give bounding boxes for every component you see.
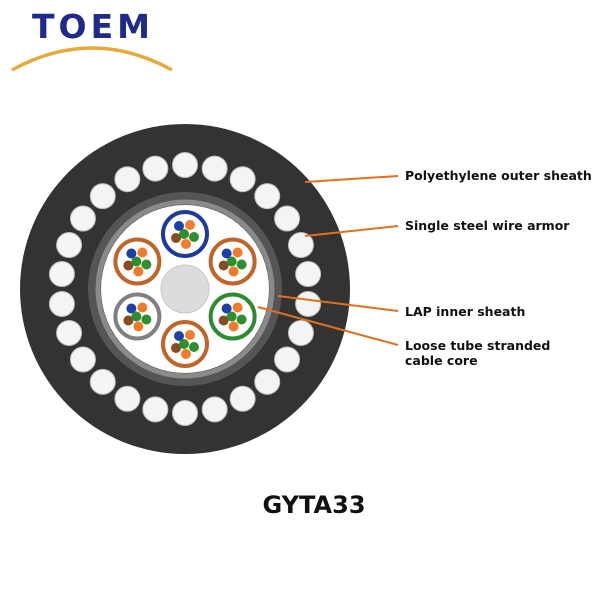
optical-fiber xyxy=(133,321,144,332)
loose-tube xyxy=(113,237,162,286)
armor-wire xyxy=(295,290,322,317)
armor-wire xyxy=(295,261,322,288)
armor-wire xyxy=(48,290,75,317)
label-outer-sheath: Polyethylene outer sheath xyxy=(405,168,592,183)
loose-tubes xyxy=(113,210,257,368)
optical-fiber xyxy=(189,232,199,242)
armor-wire xyxy=(172,400,198,426)
armor-wire xyxy=(172,152,198,178)
leader-tube-core xyxy=(257,306,399,346)
brand-logo: TOEM xyxy=(11,7,173,72)
armor-wire xyxy=(254,183,281,210)
armor-wire xyxy=(48,261,75,288)
optical-fiber xyxy=(171,343,181,353)
loose-tube xyxy=(208,237,257,286)
optical-fiber xyxy=(174,221,184,231)
brand-name: TOEM xyxy=(32,7,154,46)
armor-wire xyxy=(69,205,96,232)
armor-wire xyxy=(229,385,256,412)
label-wire-armor: Single steel wire armor xyxy=(405,218,570,233)
armor-wire xyxy=(142,155,169,182)
armor-wire xyxy=(274,346,301,373)
optical-fiber xyxy=(126,303,137,314)
armor-wire xyxy=(201,155,228,182)
armor-wire xyxy=(114,166,141,193)
model-name: GYTA33 xyxy=(262,491,365,519)
optical-fiber xyxy=(236,259,247,270)
armor-wire xyxy=(201,396,228,423)
armor-wire xyxy=(142,396,169,423)
callout-leaders xyxy=(257,175,399,346)
optical-fiber xyxy=(141,314,152,325)
cable-cross-section xyxy=(20,124,350,454)
armor-wire xyxy=(69,346,96,373)
optical-fiber xyxy=(179,339,189,349)
leader-outer-sheath xyxy=(304,175,399,183)
armor-wire xyxy=(287,319,314,346)
armor-wire xyxy=(274,205,301,232)
optical-fiber xyxy=(185,330,195,340)
armor-wire xyxy=(56,319,83,346)
armor-wire xyxy=(89,368,116,395)
armor-wire xyxy=(56,232,83,259)
leader-inner-sheath xyxy=(277,295,399,312)
armor-wire xyxy=(229,166,256,193)
water-blocking-tape xyxy=(95,199,275,379)
label-inner-sheath: LAP inner sheath xyxy=(405,304,525,319)
optical-fiber xyxy=(137,302,148,313)
optical-fiber xyxy=(232,247,243,258)
optical-fiber xyxy=(236,314,247,325)
optical-fiber xyxy=(226,311,237,322)
optical-fiber xyxy=(181,349,191,359)
optical-fiber xyxy=(179,229,189,239)
label-tube-core: Loose tube stranded xyxy=(405,338,550,353)
leader-wire-armor xyxy=(304,225,399,237)
optical-fiber xyxy=(171,233,181,243)
optical-fiber xyxy=(228,321,239,332)
brand-arc xyxy=(11,46,173,72)
optical-fiber xyxy=(174,331,184,341)
optical-fiber xyxy=(221,248,232,259)
optical-fiber xyxy=(226,256,237,267)
optical-fiber xyxy=(131,311,142,322)
armor-wire-ring xyxy=(48,152,322,426)
optical-fiber xyxy=(126,248,137,259)
loose-tube xyxy=(161,320,209,368)
central-strength-member xyxy=(160,264,210,314)
optical-fiber xyxy=(131,256,142,267)
optical-fiber xyxy=(189,342,199,352)
optical-fiber xyxy=(218,315,229,326)
armor-wire xyxy=(254,368,281,395)
optical-fiber xyxy=(218,260,229,271)
optical-fiber xyxy=(181,239,191,249)
optical-fiber xyxy=(232,302,243,313)
optical-fiber xyxy=(123,260,134,271)
armor-wire xyxy=(114,385,141,412)
loose-tube xyxy=(161,210,209,258)
optical-fiber xyxy=(133,266,144,277)
loose-tube xyxy=(208,292,257,341)
loose-tube xyxy=(113,292,162,341)
optical-fiber xyxy=(185,220,195,230)
optical-fiber xyxy=(137,247,148,258)
label-tube-core-line2: cable core xyxy=(405,353,478,368)
optical-fiber xyxy=(141,259,152,270)
armor-wire xyxy=(89,183,116,210)
optical-fiber xyxy=(228,266,239,277)
optical-fiber xyxy=(221,303,232,314)
optical-fiber xyxy=(123,315,134,326)
armor-wire xyxy=(287,232,314,259)
